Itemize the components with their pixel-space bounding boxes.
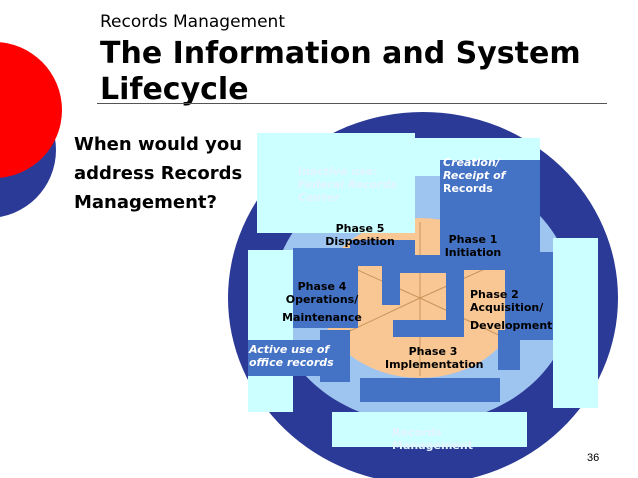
inactive-line-3: Center bbox=[298, 191, 340, 204]
phase2-block bbox=[505, 252, 553, 340]
active-line-1: Active use of bbox=[249, 343, 330, 356]
slide-title: The Information and System Lifecycle bbox=[100, 36, 581, 107]
inactive-callout-box bbox=[257, 133, 415, 233]
callout-panels bbox=[248, 133, 598, 447]
records-management-note: Records Management bbox=[392, 426, 473, 452]
lower-right-block bbox=[498, 330, 520, 370]
records-mgmt-callout-box bbox=[332, 412, 527, 447]
phase4-block bbox=[293, 248, 358, 328]
creation-line-1: Creation/ bbox=[443, 156, 500, 169]
question-text: When would you address Records Managemen… bbox=[74, 130, 264, 217]
page-number: 36 bbox=[587, 452, 600, 464]
slide-subtitle: Records Management bbox=[100, 12, 285, 32]
lower-left-block bbox=[320, 330, 350, 382]
phase3-name: Implementation bbox=[385, 358, 484, 371]
title-divider bbox=[97, 103, 607, 104]
phase-blocks bbox=[293, 175, 553, 402]
inactive-line-1: Inactive use: bbox=[298, 165, 378, 178]
phase1-name: Initiation bbox=[444, 246, 502, 259]
phase2-name: Acquisition/ bbox=[470, 301, 544, 314]
phase5-block bbox=[350, 240, 415, 266]
right-callout-box bbox=[553, 238, 598, 408]
phase1-label: Phase 1 Initiation bbox=[438, 233, 508, 259]
records-mgmt-line-2: Management bbox=[392, 439, 473, 452]
phase5-number: Phase 5 bbox=[335, 222, 385, 235]
phase2-label: Phase 2 Acquisition/ Development bbox=[470, 288, 552, 332]
question-line-1: When would you bbox=[74, 134, 243, 155]
phase5-name: Disposition bbox=[325, 235, 395, 248]
phase3-block bbox=[360, 378, 500, 402]
question-line-2: address Records bbox=[74, 163, 243, 184]
decor-red-circle bbox=[0, 42, 62, 178]
records-mgmt-line-1: Records bbox=[392, 426, 442, 439]
inactive-use-note: Inactive use: Federal Records Center bbox=[298, 165, 397, 204]
creation-line-3: Records bbox=[443, 182, 493, 195]
phase4-name: Operations/ bbox=[285, 293, 359, 306]
phase2-name-2: Development bbox=[470, 319, 553, 332]
phase4-name-2: Maintenance bbox=[282, 311, 362, 324]
inactive-line-2: Federal Records bbox=[298, 178, 398, 191]
active-line-2: office records bbox=[249, 356, 334, 369]
question-line-3: Management? bbox=[74, 192, 217, 213]
phase5-label: Phase 5 Disposition bbox=[325, 222, 395, 248]
active-callout-box bbox=[248, 250, 293, 412]
active-use-note: Active use of office records bbox=[249, 343, 334, 369]
phase3-label: Phase 3 Implementation bbox=[385, 345, 484, 371]
active-blue-box bbox=[248, 340, 324, 376]
phase4-label: Phase 4 Operations/ Maintenance bbox=[282, 280, 362, 324]
phase2-number: Phase 2 bbox=[470, 288, 519, 301]
phase3-number: Phase 3 bbox=[408, 345, 458, 358]
phase1-number: Phase 1 bbox=[448, 233, 498, 246]
phase4-number: Phase 4 bbox=[297, 280, 347, 293]
creation-blue-box bbox=[440, 160, 540, 220]
creation-note: Creation/ Receipt of Records bbox=[443, 156, 505, 195]
creation-line-2: Receipt of bbox=[443, 169, 506, 182]
